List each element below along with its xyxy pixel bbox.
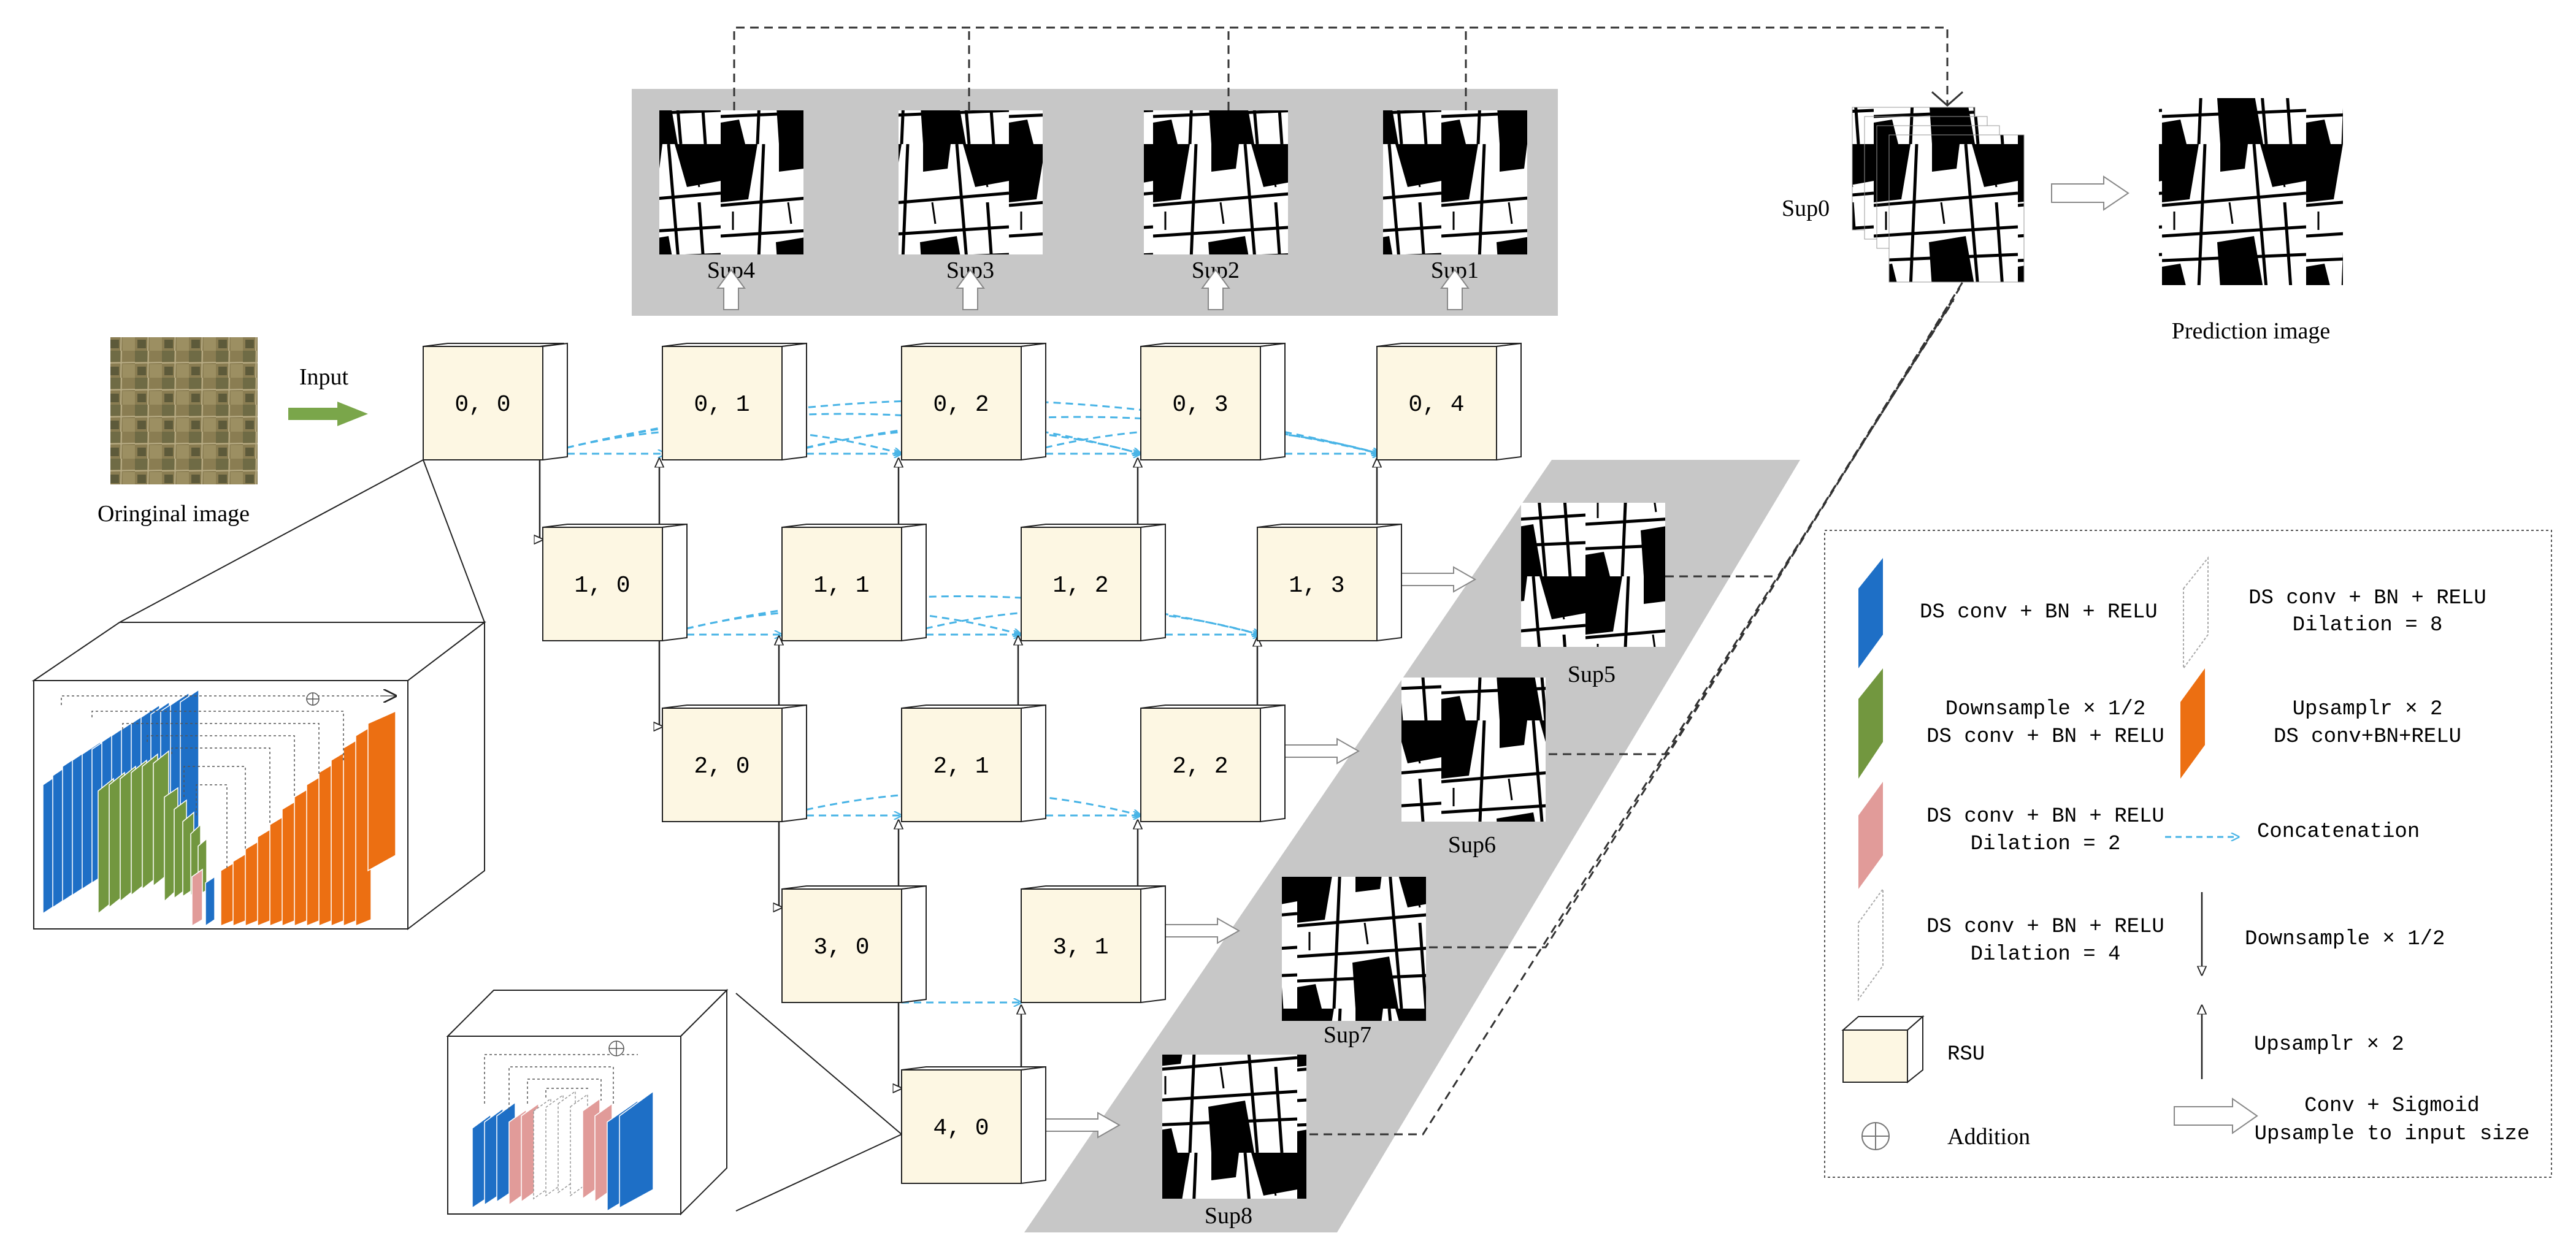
rsu-node-2-2: 2, 2 bbox=[1140, 704, 1286, 823]
rsu-node-1-2: 1, 2 bbox=[1021, 523, 1166, 642]
node-label-1-3: 1, 3 bbox=[1289, 573, 1344, 599]
sup2-mask bbox=[1144, 110, 1288, 254]
sup8-mask bbox=[1162, 1055, 1306, 1199]
svg-text:DS conv + BN + RELU: DS conv + BN + RELU bbox=[1926, 725, 2164, 749]
rsu-node-1-1: 1, 1 bbox=[781, 523, 927, 642]
node-label-4-0: 4, 0 bbox=[933, 1115, 989, 1142]
node-label-2-0: 2, 0 bbox=[694, 754, 749, 780]
rsu-node-0-2: 0, 2 bbox=[901, 342, 1046, 461]
legend-item-addition: Addition bbox=[1861, 1122, 2030, 1150]
svg-text:Upsamplr × 2: Upsamplr × 2 bbox=[2254, 1033, 2404, 1056]
original-satellite-image bbox=[110, 337, 258, 484]
sup-fusion-dashed-lines bbox=[733, 26, 1964, 1136]
legend-item-dilation-8: DS conv + BN + RELU Dilation = 8 bbox=[2183, 556, 2486, 671]
node-label-1-1: 1, 1 bbox=[813, 573, 869, 599]
rsu-node-2-1: 2, 1 bbox=[901, 704, 1046, 823]
zoom-lines bbox=[119, 459, 902, 1212]
node-label-3-1: 3, 1 bbox=[1052, 934, 1108, 961]
rsu-detail-inset-large bbox=[31, 620, 486, 931]
legend-item-rsu: RSU bbox=[1841, 1015, 1985, 1084]
node-label-0-1: 0, 1 bbox=[694, 392, 749, 418]
input-arrow bbox=[288, 402, 368, 426]
node-label-2-1: 2, 1 bbox=[933, 754, 989, 780]
node-label-3-0: 3, 0 bbox=[813, 934, 869, 961]
legend-item-downsample-arrow: Downsample × 1/2 bbox=[2202, 892, 2445, 975]
svg-text:DS conv + BN + RELU: DS conv + BN + RELU bbox=[2248, 587, 2486, 610]
svg-text:Dilation = 4: Dilation = 4 bbox=[1971, 943, 2121, 966]
svg-text:Downsample × 1/2: Downsample × 1/2 bbox=[1945, 698, 2145, 721]
svg-text:Downsample × 1/2: Downsample × 1/2 bbox=[2245, 928, 2445, 951]
rsu-node-2-0: 2, 0 bbox=[662, 704, 807, 823]
legend-item-dilation-4: DS conv + BN + RELU Dilation = 4 bbox=[1858, 887, 2164, 1002]
rsu-node-3-0: 3, 0 bbox=[781, 885, 927, 1004]
svg-text:DS conv+BN+RELU: DS conv+BN+RELU bbox=[2274, 725, 2461, 749]
sup6-label: Sup6 bbox=[1448, 832, 1496, 858]
node-label-1-0: 1, 0 bbox=[574, 573, 630, 599]
svg-text:Conv + Sigmoid: Conv + Sigmoid bbox=[2304, 1094, 2480, 1118]
sup8-label: Sup8 bbox=[1205, 1203, 1252, 1229]
sup0-label: Sup0 bbox=[1782, 196, 1830, 221]
node-label-0-4: 0, 4 bbox=[1408, 392, 1464, 418]
node-label-0-3: 0, 3 bbox=[1172, 392, 1228, 418]
sup3-mask bbox=[899, 110, 1043, 254]
rsu-node-0-3: 0, 3 bbox=[1140, 342, 1286, 461]
side-supervision-panel bbox=[1024, 460, 1800, 1232]
svg-text:DS conv + BN + RELU: DS conv + BN + RELU bbox=[1926, 915, 2164, 939]
rsu-node-0-1: 0, 1 bbox=[662, 342, 807, 461]
sup5-mask bbox=[1521, 503, 1665, 647]
svg-text:RSU: RSU bbox=[1947, 1043, 1985, 1066]
svg-text:Addition: Addition bbox=[1947, 1124, 2030, 1150]
rsu-detail-inset-small bbox=[446, 988, 729, 1216]
rsu-node-1-0: 1, 0 bbox=[542, 523, 688, 642]
prediction-image bbox=[2159, 98, 2343, 285]
sup5-label: Sup5 bbox=[1568, 662, 1616, 687]
sigmoid-arrows bbox=[716, 269, 1477, 1139]
prediction-image-label: Prediction image bbox=[2172, 318, 2331, 344]
legend-item-sigmoid-arrow: Conv + Sigmoid Upsample to input size bbox=[2174, 1094, 2529, 1146]
svg-text:DS conv + BN + RELU: DS conv + BN + RELU bbox=[1920, 601, 2158, 624]
sup7-label: Sup7 bbox=[1324, 1022, 1371, 1048]
sup4-mask bbox=[659, 110, 803, 254]
legend-item-ds-conv: DS conv + BN + RELU bbox=[1858, 558, 2158, 668]
node-label-0-0: 0, 0 bbox=[454, 392, 510, 418]
legend-item-concatenation: Concatenation bbox=[2165, 820, 2420, 844]
svg-text:Dilation = 8: Dilation = 8 bbox=[2293, 614, 2443, 637]
original-image-label: Oringinal image bbox=[98, 501, 250, 527]
sup1-mask bbox=[1383, 110, 1527, 254]
svg-text:Concatenation: Concatenation bbox=[2257, 820, 2420, 844]
rsu-node-0-4: 0, 4 bbox=[1376, 342, 1522, 461]
rsu-node-4-0: 4, 0 bbox=[901, 1066, 1046, 1185]
sup0-arrowhead bbox=[1931, 91, 1963, 107]
legend-item-upsample-block: Upsamplr × 2 DS conv+BN+RELU bbox=[2180, 668, 2461, 779]
sup6-mask bbox=[1401, 678, 1546, 822]
node-label-1-2: 1, 2 bbox=[1052, 573, 1108, 599]
node-label-2-2: 2, 2 bbox=[1172, 754, 1228, 780]
svg-text:DS conv + BN + RELU: DS conv + BN + RELU bbox=[1926, 805, 2164, 828]
sup0-to-prediction-arrow bbox=[2051, 175, 2129, 211]
rsu-node-3-1: 3, 1 bbox=[1021, 885, 1166, 1004]
legend-item-dilation-2: DS conv + BN + RELU Dilation = 2 bbox=[1858, 782, 2164, 889]
rsu-node-1-3: 1, 3 bbox=[1257, 523, 1402, 642]
downsample-upsample-arrows bbox=[540, 459, 1377, 1088]
sup0-stacked-masks bbox=[1852, 107, 2025, 283]
rsu-node-0-0: 0, 0 bbox=[423, 342, 568, 461]
svg-text:Upsample to input size: Upsample to input size bbox=[2255, 1123, 2530, 1146]
svg-text:Dilation = 2: Dilation = 2 bbox=[1971, 833, 2121, 856]
input-label: Input bbox=[299, 364, 349, 390]
node-label-0-2: 0, 2 bbox=[933, 392, 989, 418]
sup7-mask bbox=[1282, 877, 1426, 1021]
svg-text:Upsamplr × 2: Upsamplr × 2 bbox=[2293, 698, 2443, 721]
legend-item-upsample-arrow: Upsamplr × 2 bbox=[2202, 1006, 2404, 1079]
legend-item-downsample-block: Downsample × 1/2 DS conv + BN + RELU bbox=[1858, 668, 2164, 779]
